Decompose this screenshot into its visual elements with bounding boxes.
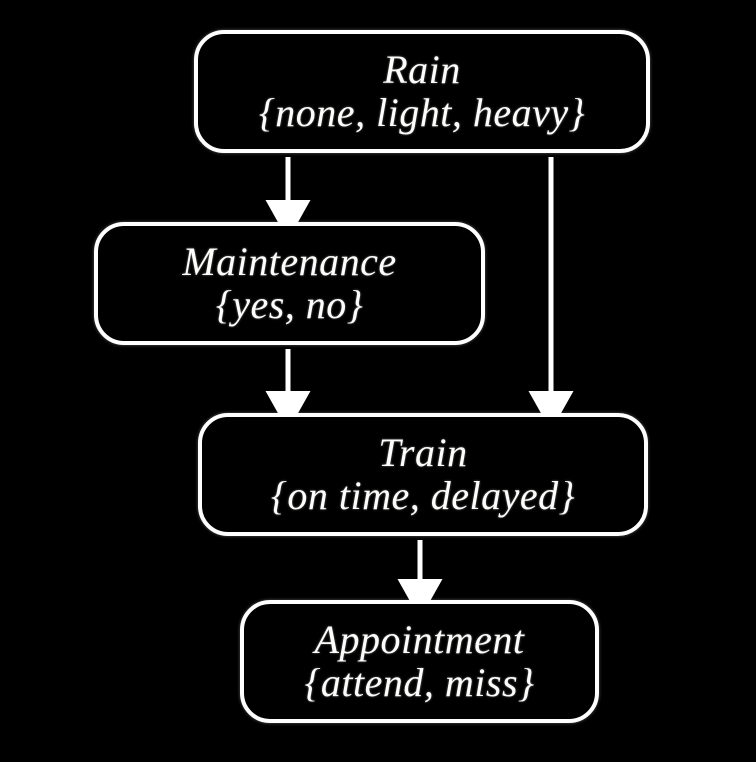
node-train-states: {on time, delayed} [270,472,576,518]
node-maintenance-label: Maintenance [182,238,397,284]
node-train-label: Train [378,429,468,475]
node-train[interactable]: Train {on time, delayed} [198,413,648,536]
node-rain[interactable]: Rain {none, light, heavy} [194,30,650,153]
node-rain-states: {none, light, heavy} [258,89,586,135]
node-appointment-states: {attend, miss} [304,659,535,705]
node-rain-label: Rain [383,46,461,92]
node-appointment[interactable]: Appointment {attend, miss} [240,600,599,723]
node-appointment-label: Appointment [314,616,525,662]
node-maintenance-states: {yes, no} [215,281,364,327]
node-maintenance[interactable]: Maintenance {yes, no} [94,222,485,345]
